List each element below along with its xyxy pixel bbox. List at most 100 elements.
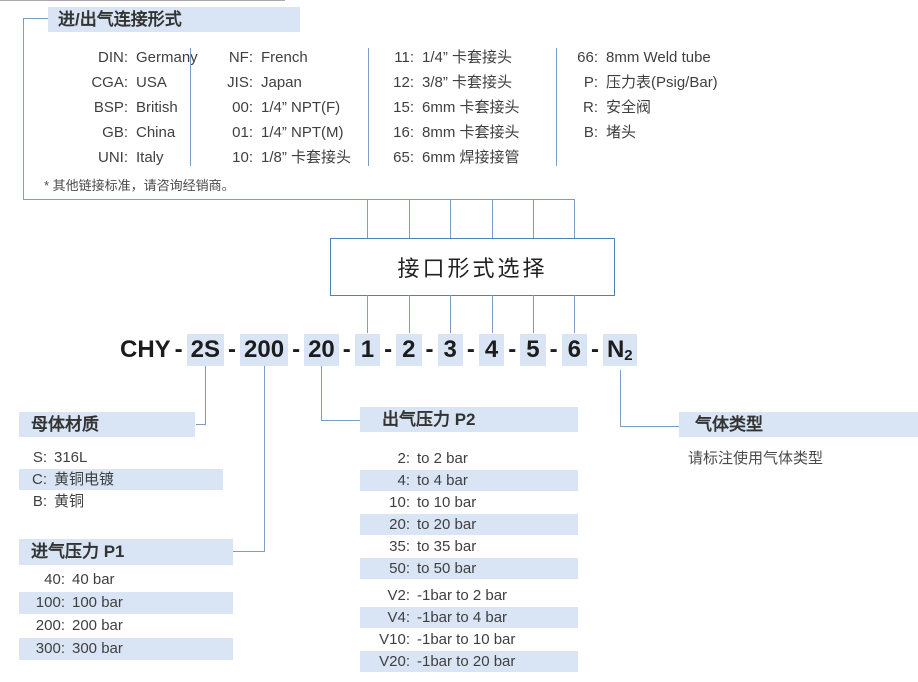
option-value: to 4 bar xyxy=(417,472,468,489)
code-separator: - xyxy=(466,336,475,363)
connection-option: CGA: USA xyxy=(40,70,198,95)
connection-option: 16: 8mm 卡套接头 xyxy=(382,120,519,145)
option-value: 黄铜 xyxy=(54,493,85,510)
option-code: 200: xyxy=(35,617,65,634)
option-code: 00: xyxy=(232,99,253,116)
option-code: 12: xyxy=(393,74,414,91)
outlet-pressure-option: 2: to 2 bar xyxy=(360,448,578,469)
code-separator: - xyxy=(425,336,434,363)
option-code: P: xyxy=(583,74,598,91)
connector-port4-lower xyxy=(492,295,493,333)
code-segment-port5: 5 xyxy=(520,334,546,366)
code-segment-subscript: 2 xyxy=(624,347,633,364)
connection-option: P: 压力表(Psig/Bar) xyxy=(568,70,718,95)
outlet-pressure-option: 10: to 10 bar xyxy=(360,492,578,513)
interface-selection-box: 接口形式选择 xyxy=(330,238,615,296)
code-separator: - xyxy=(549,336,558,363)
material-option: C: 黄铜电镀 xyxy=(19,469,223,490)
outlet-pressure-option: 4: to 4 bar xyxy=(360,470,578,491)
option-code: JIS: xyxy=(227,74,253,91)
code-separator: - xyxy=(590,336,599,363)
material-title-text: 母体材质 xyxy=(31,415,99,434)
option-value: to 35 bar xyxy=(417,538,477,555)
gas-type-title-text: 气体类型 xyxy=(695,415,763,434)
outlet-pressure-title-text: 出气压力 P2 xyxy=(382,410,476,429)
option-value: to 10 bar xyxy=(417,494,477,511)
option-value: 200 bar xyxy=(72,617,123,634)
connector-p1-vertical xyxy=(264,366,265,552)
code-prefix: CHY xyxy=(120,336,171,363)
option-code: GB: xyxy=(102,124,128,141)
page-edge-line xyxy=(0,0,285,1)
connection-column-accessories: 66: 8mm Weld tube P: 压力表(Psig/Bar) R: 安全… xyxy=(568,45,718,145)
connector-material-horizontal xyxy=(196,424,205,425)
connector-port3-lower xyxy=(450,295,451,333)
connector-p2-horizontal xyxy=(321,420,360,421)
connector-gas-vertical xyxy=(620,370,621,427)
connector-p2-vertical xyxy=(321,366,322,421)
connector-port1-lower xyxy=(367,295,368,333)
option-value: 1/4” NPT(F) xyxy=(261,99,341,116)
connector-material-vertical xyxy=(205,366,206,425)
outlet-pressure-option: V10: -1bar to 10 bar xyxy=(360,629,578,650)
connection-section-title: 进/出气连接形式 xyxy=(48,7,300,32)
option-value: 1/4” 卡套接头 xyxy=(422,49,513,66)
outlet-pressure-option: V2: -1bar to 2 bar xyxy=(360,585,578,606)
option-value: British xyxy=(136,99,178,116)
outlet-pressure-option: 20: to 20 bar xyxy=(360,514,578,535)
code-separator: - xyxy=(174,336,183,363)
connector-port3-upper xyxy=(450,199,451,238)
connection-option: UNI: Italy xyxy=(40,145,198,170)
code-segment-port4: 4 xyxy=(478,334,505,366)
connection-option: NF: French xyxy=(205,45,351,70)
connector-port1-upper xyxy=(367,199,368,238)
gas-type-note: 请标注使用气体类型 xyxy=(688,450,824,467)
option-value: 堵头 xyxy=(606,124,637,141)
option-value: 6mm 卡套接头 xyxy=(422,99,520,116)
code-separator: - xyxy=(384,336,393,363)
outlet-pressure-option: 50: to 50 bar xyxy=(360,558,578,579)
option-code: B: xyxy=(583,124,598,141)
option-value: to 20 bar xyxy=(417,516,477,533)
connector-port5-lower xyxy=(533,295,534,333)
connector-gas-horizontal xyxy=(620,426,679,427)
code-separator: - xyxy=(292,336,301,363)
connector-port5-upper xyxy=(533,199,534,238)
inlet-pressure-option: 40: 40 bar xyxy=(19,569,233,591)
connection-option: 11: 1/4” 卡套接头 xyxy=(382,45,520,70)
material-option: S: 316L xyxy=(19,447,223,468)
material-option: B: 黄铜 xyxy=(19,491,223,512)
connection-column-threads: NF: French JIS: Japan 00: 1/4” NPT(F) 01… xyxy=(205,45,351,170)
ordering-code: CHY-2S-200-20-1-2-3-4-5-6-N2 xyxy=(120,334,637,366)
connection-box-top-stub xyxy=(23,18,48,19)
code-segment-p1: 200 xyxy=(240,334,289,366)
option-code: V20: xyxy=(379,653,410,670)
option-code: 01: xyxy=(232,124,253,141)
connection-option: DIN: Germany xyxy=(40,45,198,70)
connection-option: R: 安全阀 xyxy=(568,95,718,120)
option-value: 300 bar xyxy=(72,640,123,657)
connector-port2-lower xyxy=(409,295,410,333)
connection-column-fittings: 11: 1/4” 卡套接头 12: 3/8” 卡套接头 15: 6mm 卡套接头… xyxy=(382,45,520,170)
option-value: 3/8” 卡套接头 xyxy=(422,74,513,91)
option-code: 10: xyxy=(389,494,410,511)
code-segment-port2: 2 xyxy=(396,334,422,366)
option-code: 50: xyxy=(389,560,410,577)
code-segment-port3: 3 xyxy=(437,334,463,366)
option-code: 40: xyxy=(44,571,65,588)
outlet-pressure-option: V4: -1bar to 4 bar xyxy=(360,607,578,628)
column-divider-1 xyxy=(190,48,191,166)
option-code: 35: xyxy=(389,538,410,555)
option-code: 300: xyxy=(35,640,65,657)
column-divider-3 xyxy=(556,48,557,166)
option-code: 2: xyxy=(397,450,410,467)
inlet-pressure-option: 200: 200 bar xyxy=(19,615,233,637)
connection-box-left-border xyxy=(23,18,24,199)
option-code: S: xyxy=(32,449,47,466)
option-value: Japan xyxy=(261,74,302,91)
option-value: 316L xyxy=(54,449,88,466)
option-code: V4: xyxy=(387,609,410,626)
connector-port6-upper xyxy=(574,199,575,238)
column-divider-2 xyxy=(368,48,369,166)
connection-option: GB: China xyxy=(40,120,198,145)
